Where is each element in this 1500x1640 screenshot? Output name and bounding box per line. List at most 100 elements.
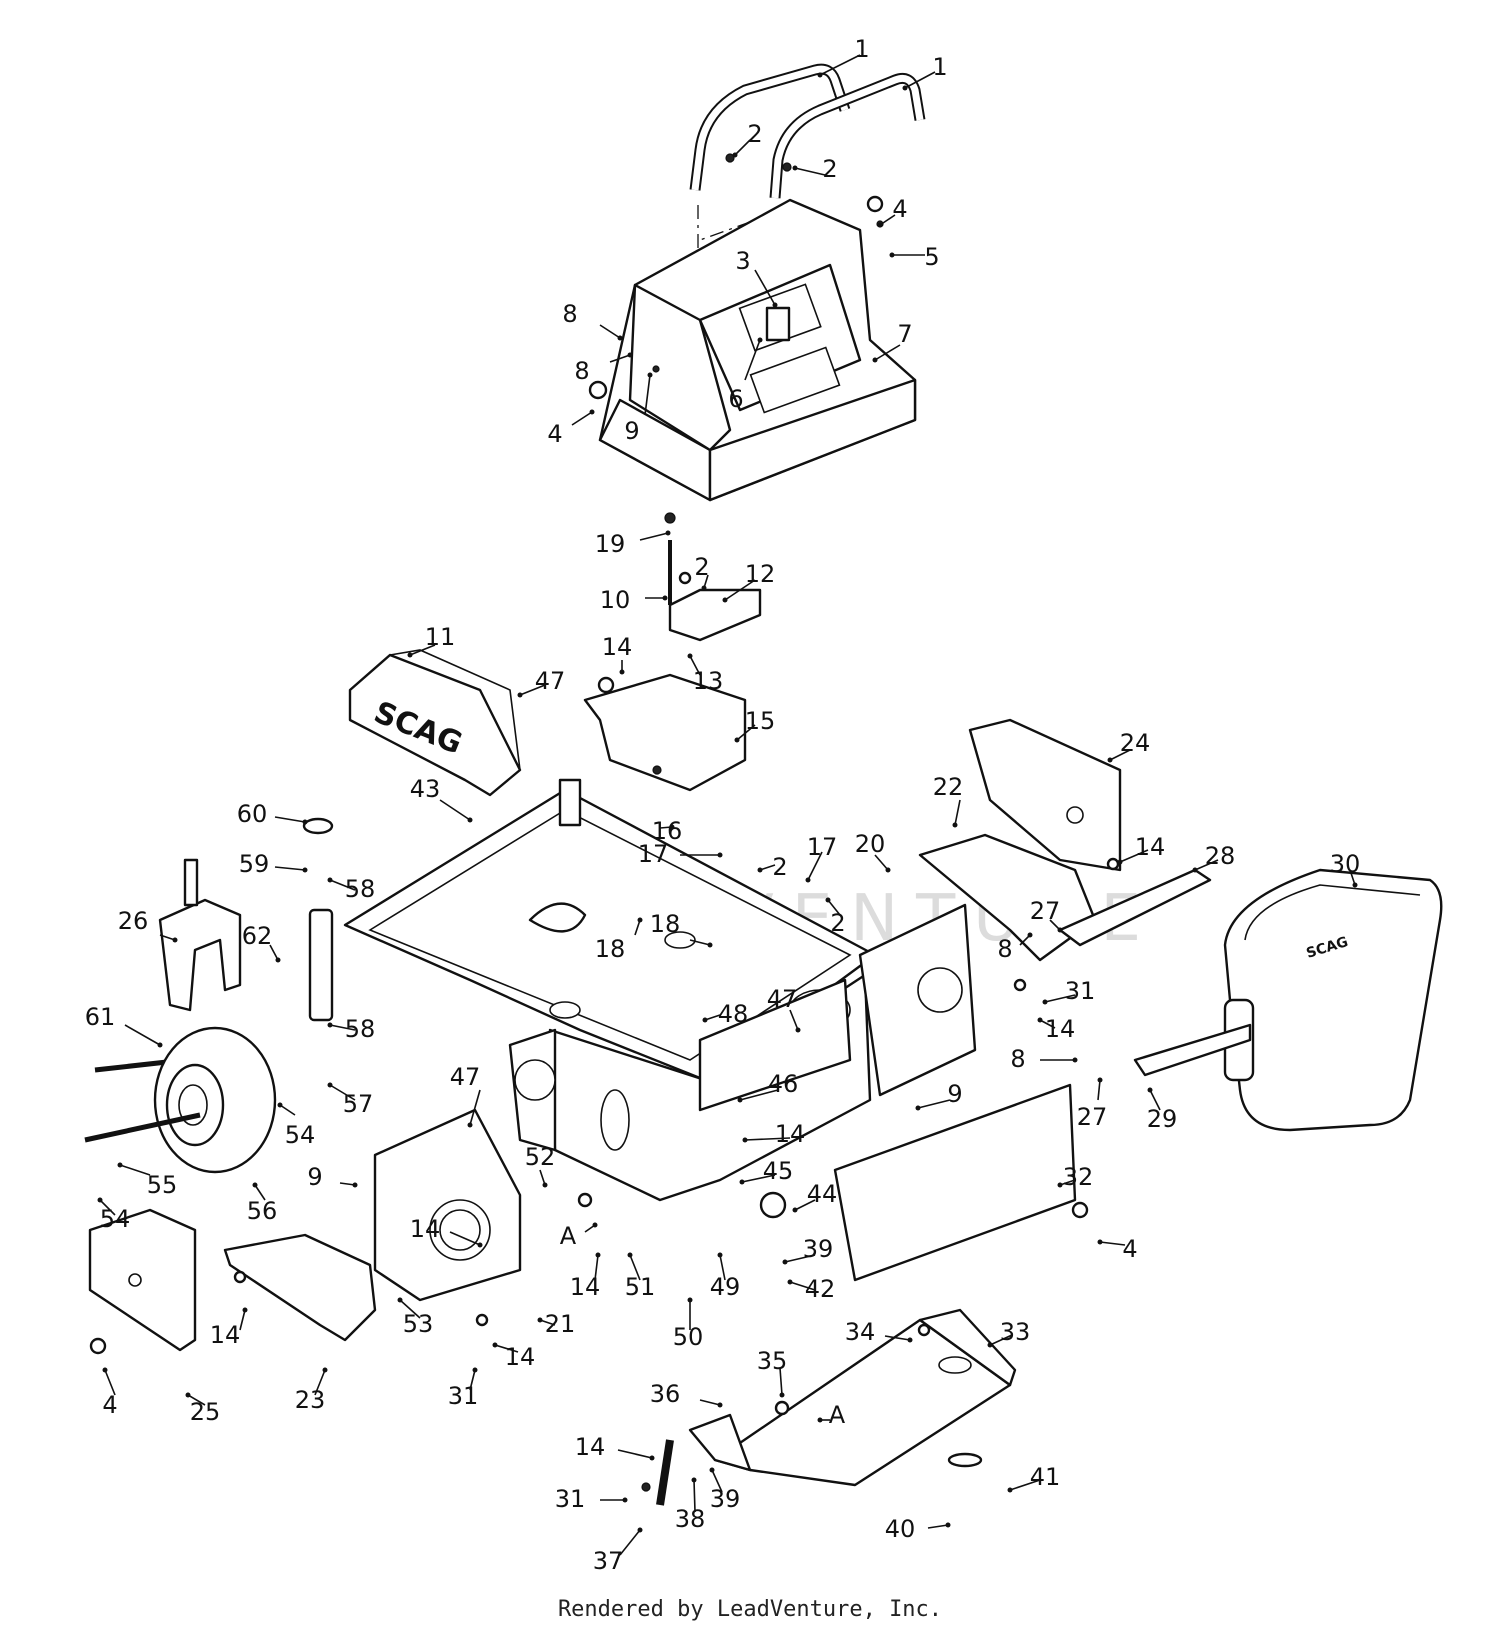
- callout-label-c5: 5: [924, 243, 939, 271]
- leader-arrow-c32: [1057, 1182, 1063, 1188]
- guard-part-25: [88, 1208, 197, 1352]
- leader-arrow-c56: [252, 1182, 258, 1188]
- leader-arrow-c4a: [877, 222, 883, 228]
- callout-label-c1b: 1: [932, 53, 947, 81]
- leader-arrow-c10: [662, 595, 668, 601]
- leader-arrow-c16: [669, 824, 675, 830]
- leader-arrow-c2e: [825, 897, 831, 903]
- leader-line-c48: [704, 1014, 721, 1021]
- callout-label-c1a: 1: [854, 35, 869, 63]
- leader-line-c11: [409, 644, 436, 656]
- control-tower: [598, 198, 917, 502]
- callout-label-c59: 59: [239, 850, 270, 878]
- leader-line-c14h: [494, 1344, 519, 1353]
- leader-line-c17b: [807, 851, 823, 881]
- leader-line-c55: [119, 1164, 151, 1176]
- leader-line-c23: [314, 1369, 326, 1396]
- bracket-part-15: [583, 673, 747, 792]
- callout-label-c8c: 8: [997, 935, 1012, 963]
- leader-line-c52: [539, 1169, 546, 1186]
- leader-arrow-cAb: [817, 1417, 823, 1423]
- leader-line-c32: [1059, 1179, 1076, 1186]
- footplate: [656, 1308, 1017, 1506]
- callout-label-c49: 49: [710, 1273, 741, 1301]
- leader-arrow-c14f: [595, 1252, 601, 1258]
- callout-label-c35: 35: [757, 1347, 788, 1375]
- callout-label-c2e: 2: [830, 909, 845, 937]
- leader-arrow-c51: [627, 1252, 633, 1258]
- leader-line-c39a: [784, 1254, 816, 1263]
- bar-part-29: [1133, 1023, 1252, 1077]
- leader-arrow-c48: [702, 1017, 708, 1023]
- leader-arrow-c27a: [1057, 927, 1063, 933]
- leader-arrow-c25: [185, 1392, 191, 1398]
- callout-label-c15: 15: [745, 707, 776, 735]
- leader-line-c6: [744, 339, 761, 381]
- callout-label-c33: 33: [1000, 1318, 1031, 1346]
- leader-arrow-c14c: [1037, 1017, 1043, 1023]
- leader-arrow-c47b: [795, 1027, 801, 1033]
- guard-part-24: [968, 718, 1122, 872]
- leader-arrow-c39a: [782, 1259, 788, 1265]
- callout-label-c21: 21: [545, 1310, 576, 1338]
- leader-line-c15: [736, 724, 756, 741]
- leader-line-c62: [269, 944, 279, 961]
- leader-line-c14i: [617, 1449, 653, 1459]
- fasteners: [89, 153, 1120, 1492]
- leader-line-c42: [789, 1281, 816, 1291]
- callout-label-c57: 57: [343, 1090, 374, 1118]
- callout-label-c14i: 14: [575, 1433, 606, 1461]
- callout-label-cAa: A: [560, 1222, 577, 1250]
- leader-line-c25: [187, 1394, 206, 1406]
- callout-label-c14b: 14: [1135, 833, 1166, 861]
- leader-line-c2d: [759, 864, 776, 871]
- leader-line-c47a: [519, 684, 546, 696]
- leader-line-c14e: [449, 1231, 481, 1246]
- leader-line-c27b: [1097, 1079, 1101, 1101]
- callout-label-c44: 44: [807, 1180, 838, 1208]
- callout-label-c40: 40: [885, 1515, 916, 1543]
- leader-line-c45: [741, 1174, 776, 1183]
- callout-label-c31c: 31: [555, 1485, 586, 1513]
- panel-part-32: [833, 1083, 1077, 1282]
- leader-arrow-c11: [407, 652, 413, 658]
- caster-wheel-assembly: [84, 817, 334, 1174]
- leader-line-c57: [329, 1084, 356, 1101]
- leader-arrow-c18a: [637, 917, 643, 923]
- leader-line-c34: [884, 1335, 911, 1341]
- caster-fork-26: [158, 898, 242, 1012]
- leader-arrow-c24: [1107, 757, 1113, 763]
- leader-line-c9b: [917, 1099, 951, 1109]
- leader-line-c54b: [99, 1199, 116, 1216]
- leader-arrow-c19: [665, 530, 671, 536]
- callout-label-c4a: 4: [892, 195, 907, 223]
- callout-label-c14a: 14: [602, 633, 633, 661]
- leader-arrow-c22: [952, 822, 958, 828]
- leader-arrow-c27b: [1097, 1077, 1103, 1083]
- leader-arrow-c26: [172, 937, 178, 943]
- leader-arrow-c30: [1352, 882, 1358, 888]
- leader-arrow-c8d: [1072, 1057, 1078, 1063]
- leader-arrow-c44: [792, 1207, 798, 1213]
- leader-arrow-c2a: [732, 152, 738, 158]
- callout-label-c53: 53: [403, 1310, 434, 1338]
- callout-label-c46: 46: [768, 1070, 799, 1098]
- leader-line-c14d: [744, 1137, 791, 1141]
- callout-label-c2b: 2: [822, 155, 837, 183]
- leader-line-c47b: [789, 1009, 799, 1031]
- leader-arrow-c13: [687, 653, 693, 659]
- callout-label-c37: 37: [593, 1547, 624, 1575]
- leader-line-c8b: [609, 354, 631, 363]
- leader-arrow-c5: [889, 252, 895, 258]
- seat-part-30: [1223, 868, 1443, 1132]
- leader-arrow-c33: [987, 1342, 993, 1348]
- callout-label-c27b: 27: [1077, 1103, 1108, 1131]
- leader-arrow-c3: [772, 302, 778, 308]
- callout-label-c4b: 4: [547, 420, 562, 448]
- callout-label-c16: 16: [652, 817, 683, 845]
- leader-line-c1a: [819, 54, 861, 76]
- callout-label-c55: 55: [147, 1171, 178, 1199]
- leader-line-c2e: [827, 899, 841, 916]
- leader-line-c2b: [794, 167, 826, 176]
- leader-arrow-c57: [327, 1082, 333, 1088]
